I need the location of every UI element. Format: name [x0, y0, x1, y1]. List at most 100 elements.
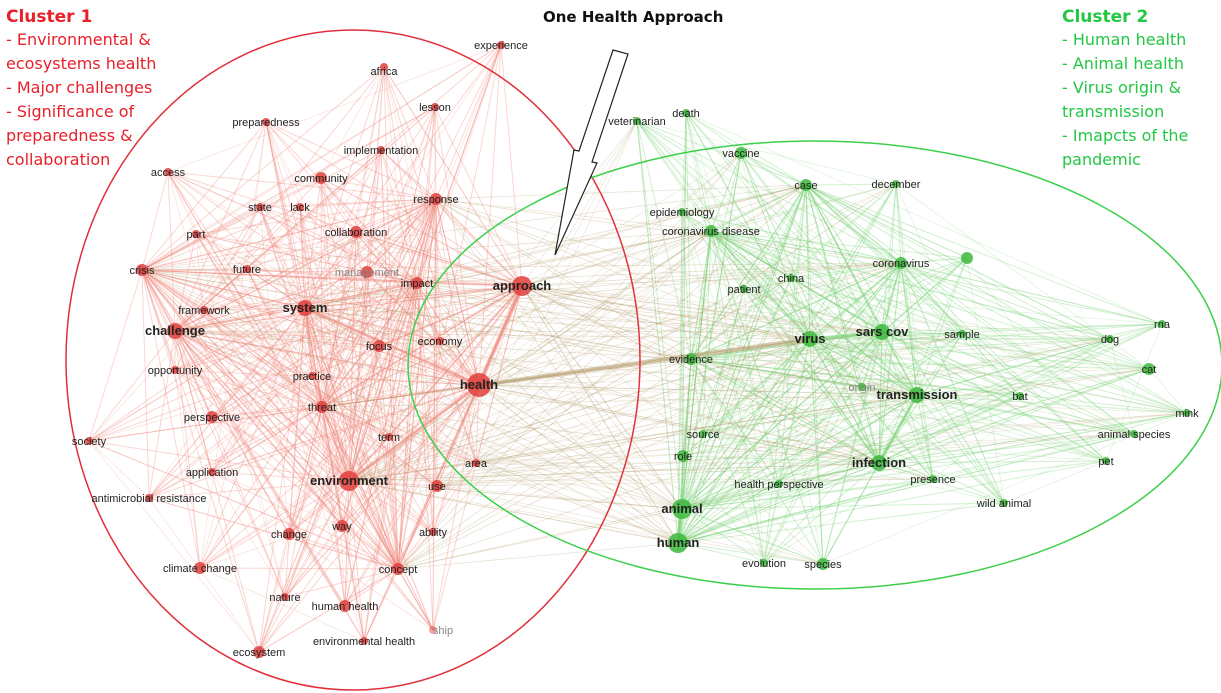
network-edge: [174, 330, 438, 487]
node-label: ecosystem: [233, 647, 286, 659]
network-edge: [284, 406, 323, 598]
network-edge: [383, 66, 434, 533]
network-edge: [809, 262, 902, 340]
network-edge: [475, 277, 792, 464]
network-edge: [881, 331, 1107, 462]
network-edge: [174, 268, 248, 332]
network-edge: [363, 568, 399, 642]
network-edge: [348, 383, 480, 483]
network-edge: [167, 171, 418, 284]
network-edge: [416, 282, 918, 396]
network-edge: [348, 345, 380, 482]
network-edge: [195, 233, 286, 598]
network-edge: [211, 406, 323, 418]
node-label: animal: [661, 501, 702, 516]
network-edge: [320, 177, 437, 200]
network-edge: [916, 394, 934, 480]
node-source: [699, 430, 707, 438]
network-edge: [878, 331, 883, 464]
network-edge: [740, 152, 811, 340]
network-edge: [478, 230, 712, 386]
network-edge: [916, 394, 1135, 435]
node-challenge: [167, 323, 183, 339]
network-edge: [321, 406, 343, 527]
node-label: vaccine: [722, 148, 759, 160]
network-edge: [258, 271, 368, 653]
network-edge: [478, 384, 683, 510]
network-edge: [397, 542, 679, 570]
network-edge: [636, 120, 683, 510]
network-edge: [682, 331, 883, 457]
network-edge: [148, 330, 176, 499]
network-edge: [681, 112, 687, 510]
network-edge: [416, 282, 683, 510]
network-edge: [141, 269, 176, 371]
network-edge: [258, 480, 350, 653]
network-edge: [397, 338, 811, 570]
network-edge: [809, 338, 1135, 435]
network-edge: [259, 206, 290, 535]
network-edge: [805, 184, 918, 396]
network-edge: [397, 282, 418, 570]
network-edge: [141, 231, 357, 271]
network-edge: [88, 384, 480, 442]
network-edge: [681, 394, 918, 510]
network-edge: [304, 307, 880, 464]
network-edge: [141, 269, 434, 631]
network-edge: [355, 198, 437, 233]
network-edge: [141, 269, 418, 284]
network-edge: [710, 230, 1135, 435]
network-edge: [743, 184, 807, 290]
network-edge: [320, 177, 357, 233]
node-perspective: [206, 411, 218, 423]
network-edge: [88, 440, 399, 570]
network-edge: [743, 288, 918, 396]
network-edge: [195, 233, 523, 287]
network-edge: [195, 233, 441, 342]
network-edge: [344, 285, 523, 607]
network-edge: [167, 171, 441, 342]
network-edge: [246, 121, 267, 270]
network-edge: [681, 323, 1163, 510]
network-edge: [366, 198, 437, 273]
network-edge: [432, 198, 437, 631]
network-edge: [478, 152, 742, 386]
node-presence: [929, 475, 937, 483]
network-edge: [416, 198, 437, 284]
network-edge: [681, 338, 1111, 510]
network-edge: [436, 333, 963, 487]
cluster2-line: - Human health: [1062, 30, 1187, 49]
network-edge: [740, 152, 880, 464]
network-edge: [174, 330, 883, 333]
node-december: [892, 180, 900, 188]
network-edge: [397, 358, 692, 570]
network-edge: [174, 66, 385, 332]
network-edge: [304, 231, 357, 309]
node-label: environment: [310, 473, 389, 488]
network-edge: [284, 384, 480, 598]
network-edge: [174, 198, 437, 332]
network-edge: [636, 120, 807, 186]
network-edge: [521, 285, 1135, 435]
network-edge: [174, 330, 683, 510]
node-label: focus: [366, 341, 393, 353]
network-edge: [685, 112, 807, 186]
network-edge: [681, 508, 824, 565]
network-edge: [681, 211, 918, 396]
network-edge: [203, 309, 390, 438]
network-edge: [141, 269, 260, 653]
network-edge: [895, 183, 963, 335]
network-edge: [304, 307, 477, 464]
node-lack: [296, 203, 304, 211]
cluster2-line: - Animal health: [1062, 54, 1184, 73]
network-edge: [348, 184, 807, 482]
network-edge: [690, 262, 902, 360]
network-edge: [681, 152, 742, 510]
network-edge: [778, 262, 902, 485]
network-edge: [435, 198, 811, 340]
network-edge: [348, 480, 365, 642]
network-edge: [805, 184, 1107, 462]
network-edge: [690, 358, 1021, 397]
network-edge: [740, 152, 807, 186]
node-label: ship: [433, 625, 453, 637]
